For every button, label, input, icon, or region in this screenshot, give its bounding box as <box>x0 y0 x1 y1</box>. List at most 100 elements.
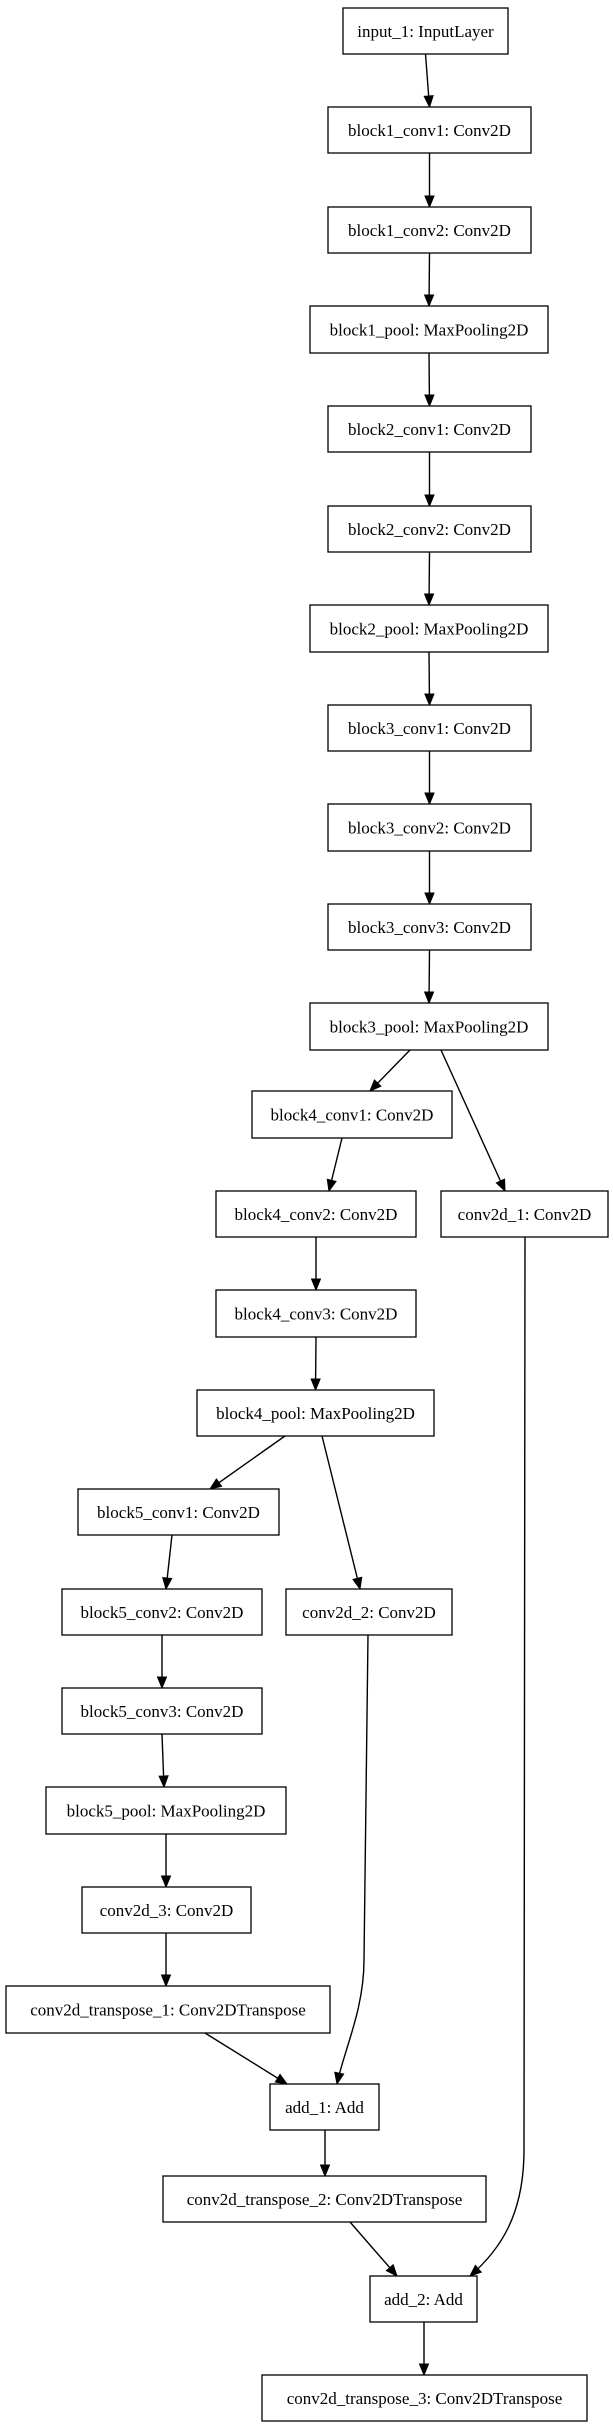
node-block4-pool: block4_pool: MaxPooling2D <box>196 1389 435 1437</box>
edge-block4_conv2-to-block4_conv3 <box>310 1237 322 1292</box>
edge-block4_pool-to-block5_conv1 <box>208 1435 286 1490</box>
node-box <box>61 1687 263 1735</box>
arrowhead-icon <box>334 2071 345 2086</box>
edge-block5_conv1-to-block5_conv2 <box>162 1534 173 1591</box>
edge-line <box>469 1236 526 2277</box>
node-label: block3_conv2: Conv2D <box>348 819 511 838</box>
node-block3-conv2: block3_conv2: Conv2D <box>327 803 532 852</box>
node-box <box>251 1090 453 1139</box>
node-label: block4_conv1: Conv2D <box>271 1106 434 1125</box>
node-conv2d-transpose-3: conv2d_transpose_3: Conv2DTranspose <box>261 2374 588 2422</box>
edge-block3_pool-to-block4_conv1 <box>369 1049 411 1092</box>
node-label: add_1: Add <box>285 2098 364 2117</box>
node-box <box>309 305 549 354</box>
node-box <box>215 1190 417 1238</box>
node-block3-pool: block3_pool: MaxPooling2D <box>309 1002 549 1051</box>
node-block3-conv3: block3_conv3: Conv2D <box>327 903 532 951</box>
node-box <box>45 1786 287 1835</box>
node-block2-conv1: block2_conv1: Conv2D <box>327 405 532 453</box>
node-box <box>215 1289 417 1338</box>
node-box <box>440 1190 609 1238</box>
edge-line <box>321 1435 361 1590</box>
arrowhead-icon <box>369 1079 382 1092</box>
arrowhead-icon <box>418 2363 430 2377</box>
node-label: block2_conv2: Conv2D <box>348 520 511 539</box>
edge-block4_conv1-to-block4_conv2 <box>326 1137 343 1193</box>
node-box <box>261 2374 588 2422</box>
node-box <box>5 1985 331 2034</box>
edge-block4_conv3-to-block4_pool <box>310 1336 321 1392</box>
node-label: conv2d_3: Conv2D <box>100 1901 234 1920</box>
arrowhead-icon <box>310 1278 322 1292</box>
node-label: input_1: InputLayer <box>357 22 494 41</box>
node-conv2d-2: conv2d_2: Conv2D <box>285 1588 453 1636</box>
node-block5-conv1: block5_conv1: Conv2D <box>77 1488 280 1536</box>
node-box <box>269 2083 380 2131</box>
node-block1-conv1: block1_conv1: Conv2D <box>327 106 532 154</box>
edge-line <box>204 2032 288 2085</box>
edge-block3_conv1-to-block3_conv2 <box>424 751 435 806</box>
edge-block3_conv3-to-block3_pool <box>423 949 435 1005</box>
node-box <box>342 7 509 55</box>
edge-block1_conv2-to-block1_pool <box>423 252 435 308</box>
node-box <box>309 1002 549 1051</box>
arrowhead-icon <box>274 2073 289 2085</box>
arrowhead-icon <box>423 95 434 109</box>
node-box <box>61 1588 263 1636</box>
edge-block1_conv1-to-block1_conv2 <box>424 153 435 209</box>
edge-block2_conv2-to-block2_pool <box>423 551 435 607</box>
node-conv2d-1: conv2d_1: Conv2D <box>440 1190 609 1238</box>
node-block2-conv2: block2_conv2: Conv2D <box>327 505 532 553</box>
arrowhead-icon <box>208 1478 223 1490</box>
node-conv2d-3: conv2d_3: Conv2D <box>81 1886 252 1934</box>
node-box <box>196 1389 435 1437</box>
edge-block5_pool-to-conv2d_3 <box>160 1834 172 1889</box>
arrowhead-icon <box>160 1974 172 1988</box>
arrowhead-icon <box>156 1676 168 1690</box>
arrowhead-icon <box>424 693 435 707</box>
arrowhead-icon <box>162 1576 173 1591</box>
arrowhead-icon <box>424 892 435 906</box>
node-box <box>285 1588 453 1636</box>
edge-conv2d_3-to-conv2d_transpose_1 <box>160 1933 172 1988</box>
node-label: block2_pool: MaxPooling2D <box>330 620 529 639</box>
nodes-layer: input_1: InputLayer block1_conv1: Conv2D b… <box>5 7 609 2422</box>
arrowhead-icon <box>319 2164 331 2178</box>
edge-line <box>336 1634 369 2085</box>
node-box <box>327 405 532 453</box>
node-box <box>327 903 532 951</box>
node-box <box>162 2175 487 2223</box>
node-label: block5_conv3: Conv2D <box>81 1702 244 1721</box>
node-block5-pool: block5_pool: MaxPooling2D <box>45 1786 287 1835</box>
node-box <box>327 106 532 154</box>
node-label: block1_conv2: Conv2D <box>348 221 511 240</box>
edge-conv2d_2-to-add_1 <box>334 1634 369 2086</box>
arrowhead-icon <box>424 195 435 209</box>
node-block2-pool: block2_pool: MaxPooling2D <box>309 604 549 653</box>
arrowhead-icon <box>352 1576 363 1591</box>
arrowhead-icon <box>495 1178 506 1193</box>
node-label: conv2d_transpose_3: Conv2DTranspose <box>287 2389 563 2408</box>
node-box <box>327 206 532 254</box>
edge-block1_pool-to-block2_conv1 <box>424 352 435 408</box>
node-label: block4_conv2: Conv2D <box>235 1205 398 1224</box>
arrowhead-icon <box>423 593 435 607</box>
node-block1-conv2: block1_conv2: Conv2D <box>327 206 532 254</box>
edge-block5_conv2-to-block5_conv3 <box>156 1635 168 1690</box>
node-label: conv2d_2: Conv2D <box>302 1603 436 1622</box>
node-label: conv2d_transpose_1: Conv2DTranspose <box>30 2001 306 2020</box>
node-label: conv2d_1: Conv2D <box>458 1205 592 1224</box>
edge-line <box>349 2221 398 2277</box>
arrowhead-icon <box>326 1178 337 1193</box>
node-label: block3_conv3: Conv2D <box>348 918 511 937</box>
node-block4-conv1: block4_conv1: Conv2D <box>251 1090 453 1139</box>
arrowhead-icon <box>423 294 435 308</box>
edge-add_1-to-conv2d_transpose_2 <box>319 2130 331 2178</box>
arrowhead-icon <box>160 1875 172 1889</box>
node-block5-conv2: block5_conv2: Conv2D <box>61 1588 263 1636</box>
edge-conv2d_1-to-add_2 <box>469 1236 526 2277</box>
arrowhead-icon <box>424 792 435 806</box>
node-add-1: add_1: Add <box>269 2083 380 2131</box>
